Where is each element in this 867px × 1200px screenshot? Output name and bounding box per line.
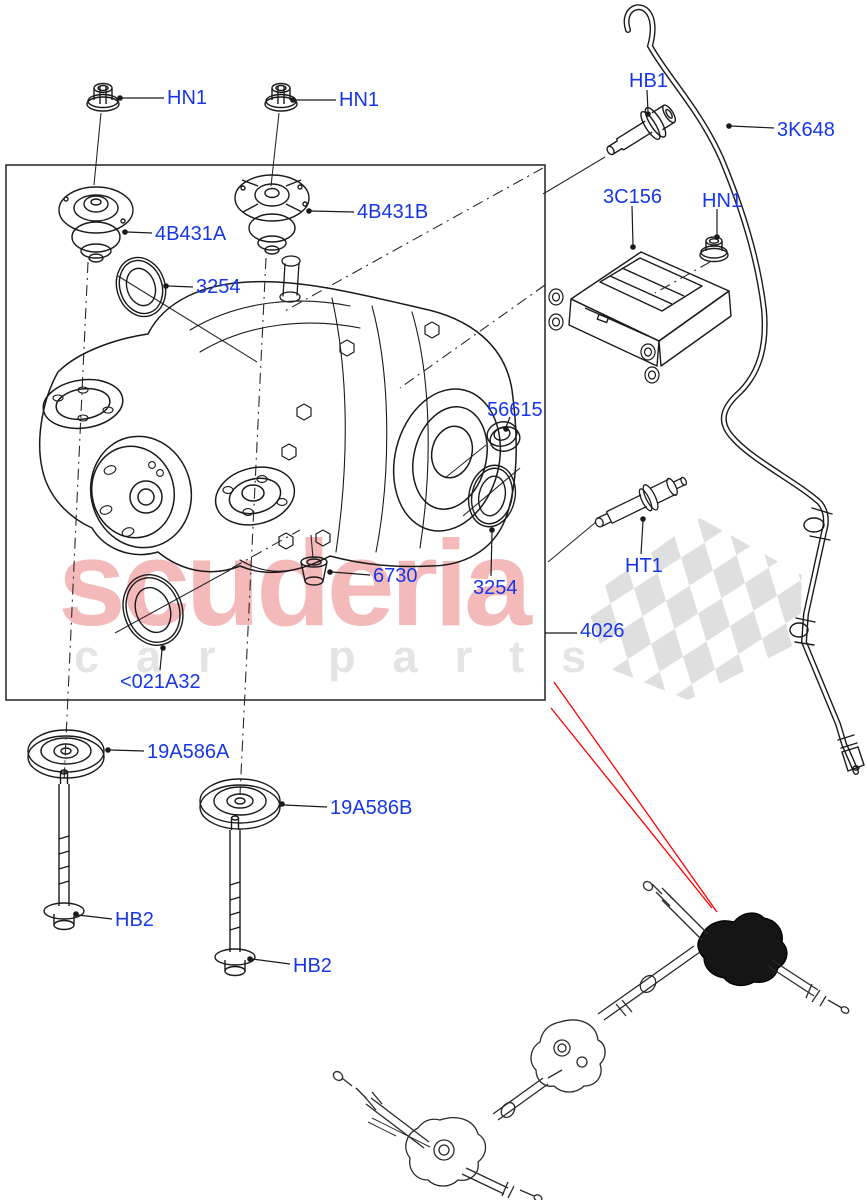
red-pointer-lines: [550, 681, 718, 913]
leader-line-6: [126, 231, 153, 234]
leader-dot-1: [290, 97, 296, 103]
part-label-19A586B-16: 19A586B: [330, 797, 413, 819]
part-label-19A586A-15: 19A586A: [147, 741, 230, 763]
part-label-HT1-12: HT1: [625, 555, 663, 577]
leader-dot-4: [630, 244, 636, 250]
part-label-4B431B-7: 4B431B: [357, 201, 429, 223]
cable-3K648: [623, 4, 865, 775]
part-label-4026-13: 4026: [580, 620, 625, 642]
part-label-6730-10: 6730: [373, 565, 418, 587]
leader-dot-10: [327, 569, 333, 575]
mount-4B431B: [234, 174, 310, 255]
nut-HN1-right: [699, 236, 729, 263]
leader-dot-18: [247, 956, 253, 962]
nut-HN1-mid: [264, 82, 298, 112]
part-label-3C156-4: 3C156: [603, 186, 662, 208]
leader-dot-9: [503, 426, 509, 432]
leader-dot-16: [279, 801, 285, 807]
disc-19A586A: [27, 729, 105, 779]
part-label-HB2-17: HB2: [115, 909, 154, 931]
leader-line-11: [490, 531, 493, 577]
leader-dot-2: [645, 111, 651, 117]
seal-021A32: [122, 574, 184, 646]
module-3C156: [548, 251, 732, 384]
mount-4B431A: [58, 186, 134, 263]
leader-line-14: [159, 649, 163, 671]
bolt-HB2-right: [214, 815, 256, 977]
leader-dot-12: [640, 516, 646, 522]
differential-housing-drawing: [38, 255, 517, 574]
leader-line-18: [251, 958, 291, 965]
checkered-flag-watermark: [585, 518, 802, 700]
part-label-HN1-5: HN1: [702, 190, 743, 212]
leader-dot-11: [489, 527, 495, 533]
driveline-locator-illustration: [332, 880, 850, 1200]
leader-line-4: [631, 205, 634, 246]
leader-dot-0: [117, 95, 123, 101]
leader-line-9: [505, 416, 511, 428]
part-label-56615-9: 56615: [487, 399, 543, 421]
part-label-3K648-3: 3K648: [777, 119, 835, 141]
leader-line-2: [646, 89, 649, 113]
part-label-HB1-2: HB1: [629, 70, 668, 92]
leader-dot-14: [160, 645, 166, 651]
leader-dot-7: [306, 208, 312, 214]
leader-line-8: [167, 285, 194, 288]
leader-line-3: [730, 125, 775, 129]
seal-3254-left: [115, 256, 167, 318]
leader-line-16: [283, 804, 328, 808]
part-label-4B431A-6: 4B431A: [155, 223, 227, 245]
part-label-3254-11: 3254: [473, 577, 518, 599]
seal-3254-right: [467, 464, 517, 528]
part-label-3254-8: 3254: [196, 276, 241, 298]
leader-line-7: [310, 210, 355, 213]
part-label-021A32-14: <021A32: [120, 671, 201, 693]
leader-dot-8: [163, 283, 169, 289]
leader-dot-17: [73, 911, 79, 917]
leader-line-15: [109, 749, 145, 752]
bolt-HB1: [606, 104, 677, 156]
leader-line-12: [640, 520, 644, 555]
bolt-HB2-left: [43, 769, 85, 931]
leader-line-17: [77, 914, 113, 920]
disc-19A586B: [199, 778, 281, 830]
bushing-56615: [486, 421, 521, 452]
plug-6730: [300, 556, 328, 586]
part-label-HN1-0: HN1: [167, 87, 208, 109]
leader-dot-3: [726, 123, 732, 129]
leader-dot-15: [105, 747, 111, 753]
assembly-frame-box: [5, 164, 546, 701]
sensor-HT1: [594, 476, 688, 528]
leader-dot-6: [122, 229, 128, 235]
leader-line-10: [331, 571, 371, 576]
callout-leader-lines: [73, 89, 775, 965]
part-label-HN1-1: HN1: [339, 89, 380, 111]
nut-HN1-left: [86, 82, 120, 112]
leader-dot-5: [714, 234, 720, 240]
watermark-brand: scuderia: [58, 515, 532, 651]
part-label-HB2-18: HB2: [293, 955, 332, 977]
